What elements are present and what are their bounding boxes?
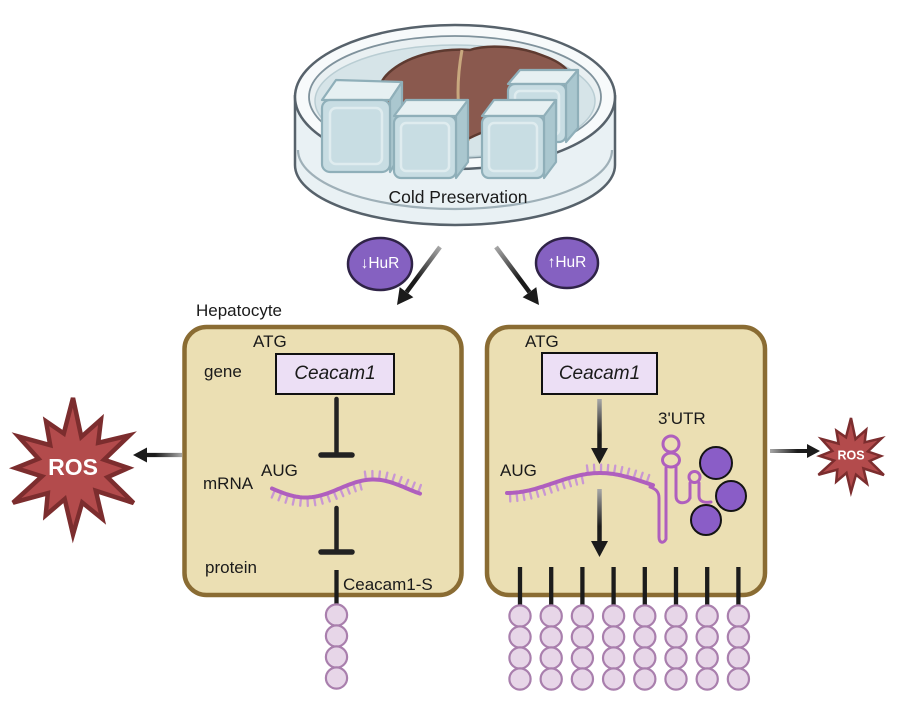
protein-bead-chain	[570, 604, 595, 691]
petri-dish	[293, 23, 617, 227]
ros-label-left: ROS	[48, 453, 98, 480]
arrow-hur-decrease	[397, 245, 442, 305]
gene-box-right: Ceacam1	[541, 352, 658, 395]
gene-box-left: Ceacam1	[275, 353, 395, 395]
arrow-hur-increase	[494, 245, 539, 305]
hur-increase-badge	[534, 236, 600, 290]
ice-cube-icon	[320, 78, 404, 174]
atg-label-right: ATG	[525, 332, 559, 351]
hur-decrease-badge	[346, 236, 414, 292]
protein-bead-chain	[726, 604, 751, 691]
protein-bead-chain	[633, 604, 657, 691]
ros-starburst-right	[816, 417, 886, 498]
mrna-strand-left	[270, 469, 423, 508]
ros-label-right: ROS	[837, 448, 865, 463]
generated-artwork	[8, 245, 886, 691]
mrna-label: mRNA	[203, 474, 254, 493]
gene-name-left: Ceacam1	[294, 363, 376, 384]
protein-bead-chain	[695, 604, 719, 691]
protein-bead-chain	[539, 604, 563, 691]
mrna-strand-right	[505, 463, 655, 503]
aug-label-right: AUG	[500, 461, 537, 480]
ceacam1s-label: Ceacam1-S	[343, 575, 433, 594]
hur-protein-cluster	[690, 446, 747, 536]
utr-label: 3'UTR	[658, 409, 706, 428]
inhibition-bar-transcription	[318, 396, 355, 458]
arrow-ros-right	[770, 444, 820, 458]
cold-preservation-label: Cold Preservation	[388, 187, 528, 207]
protein-bead-chain	[664, 604, 688, 691]
inhibition-bar-translation	[318, 505, 355, 555]
ice-cube-icon	[392, 98, 470, 180]
protein-bead-chain	[508, 604, 532, 691]
hur-decrease-label: ↓HuR	[360, 254, 400, 272]
utr-stem-loop	[648, 434, 713, 544]
aug-label-left: AUG	[261, 461, 298, 480]
hepatocyte-label: Hepatocyte	[196, 301, 282, 320]
atg-label-left: ATG	[253, 332, 287, 351]
gene-label: gene	[204, 362, 242, 381]
arrow-translation	[591, 489, 608, 557]
arrow-transcription	[591, 399, 608, 464]
ros-starburst-left	[8, 397, 137, 544]
protein-bead-chain	[601, 604, 626, 691]
protein-label: protein	[205, 558, 257, 577]
gene-name-right: Ceacam1	[558, 362, 641, 384]
ice-cube-icon	[480, 98, 558, 180]
protein-bead-chain	[324, 603, 349, 690]
dish-base-line	[296, 149, 614, 211]
arrow-ros-left	[133, 447, 182, 463]
hur-increase-label: ↑HuR	[547, 253, 587, 271]
